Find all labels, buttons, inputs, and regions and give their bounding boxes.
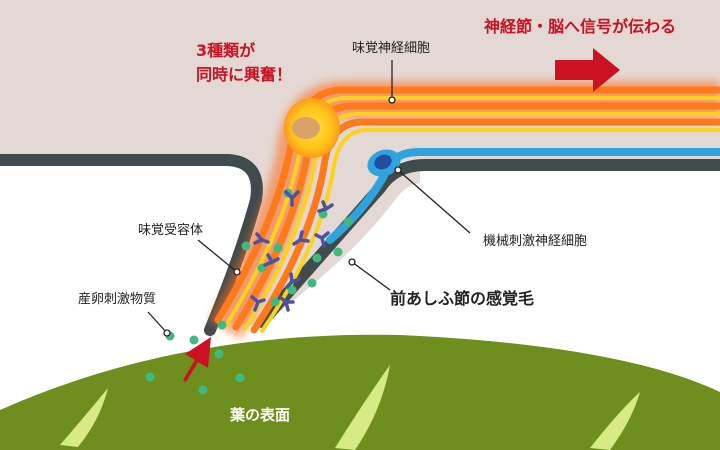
- label-three-types: 3種類が: [196, 41, 255, 60]
- label-signal-to-brain: 神経節・脳へ信号が伝わる: [484, 17, 676, 36]
- leaf-vein: [60, 388, 108, 447]
- taste-neuron-nucleus: [292, 117, 320, 139]
- leaf-vein: [335, 365, 390, 450]
- chemical-molecules: [145, 188, 353, 395]
- leaf-vein: [590, 392, 640, 450]
- label-sensory-hair: 前あしふ節の感覚毛: [390, 289, 534, 308]
- leader-lines: [147, 60, 471, 334]
- label-taste-receptor: 味覚受容体: [138, 222, 203, 238]
- stimulus-arrow: [183, 337, 211, 382]
- label-leaf-surface: 葉の表面: [229, 406, 290, 424]
- taste-receptors: [250, 190, 334, 312]
- mechano-neuron-nucleus: [374, 154, 392, 170]
- leader-dots: [163, 96, 402, 337]
- label-oviposition-stimulant: 産卵刺激物質: [78, 291, 156, 307]
- label-taste-neuron: 味覚神経細胞: [352, 41, 430, 56]
- label-mechano-neuron: 機械刺激神経細胞: [483, 234, 587, 249]
- label-excited: 同時に興奮！: [196, 65, 292, 84]
- body-tissue: [0, 0, 720, 310]
- signal-arrow: [555, 48, 620, 92]
- leaf: [0, 334, 720, 450]
